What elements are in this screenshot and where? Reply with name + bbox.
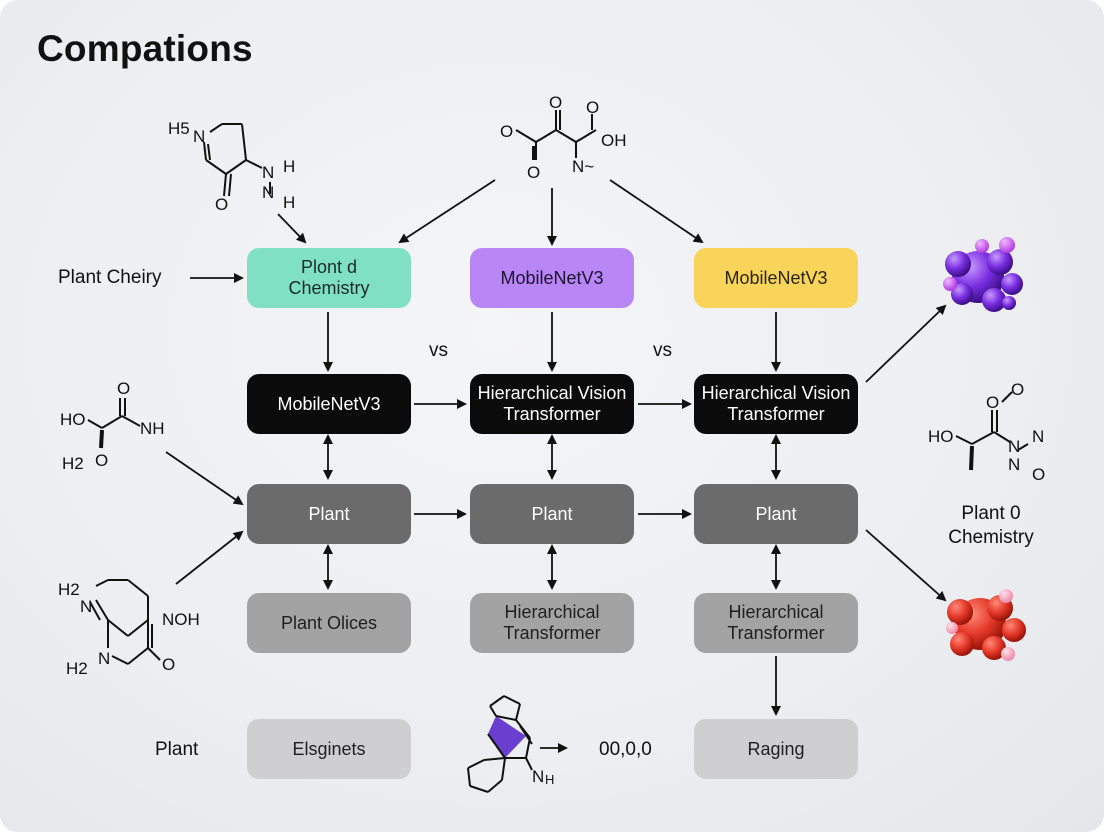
atom-label: N	[1032, 427, 1044, 446]
arrow-mol-topleft	[277, 213, 307, 244]
node-label: Plant Olices	[280, 612, 378, 633]
node-plant-olices: Plant Olices	[247, 593, 411, 653]
arrow-to-purple-blob	[865, 304, 947, 383]
node-label: Elsginets	[292, 738, 366, 759]
atom-label: O	[162, 655, 175, 674]
node-label: Hierarchical Transformer	[503, 602, 601, 643]
atom-label: H2	[66, 659, 88, 678]
vs-label-2: vs	[653, 340, 672, 361]
node-label: Hierarchical Transformer	[727, 602, 825, 643]
arrow-to-red-blob	[865, 529, 947, 602]
atom-label: H2	[58, 580, 80, 599]
node-plant-chemistry: Plont d Chemistry	[247, 248, 411, 308]
atom-label: H5	[168, 119, 190, 138]
node-plant-col2: Plant	[470, 484, 634, 544]
atom-label: N	[262, 183, 274, 202]
node-label: Hierarchical Vision Transformer	[477, 383, 627, 424]
atom-label: N	[1008, 437, 1020, 456]
node-mobilenetv3-purple: MobileNetV3	[470, 248, 634, 308]
node-hier-transformer-col3: Hierarchical Transformer	[694, 593, 858, 653]
atom-label: N	[80, 597, 92, 616]
right-label-line1: Plant 0	[961, 503, 1021, 524]
atom-label: NH	[140, 419, 165, 438]
node-label: Plant	[531, 503, 573, 524]
node-plant-col1: Plant	[247, 484, 411, 544]
arrow-mol-top-to-col1	[398, 179, 496, 244]
arrow-mol-midleft	[165, 451, 244, 506]
node-elsginets: Elsginets	[247, 719, 411, 779]
node-hier-transformer-col2: Hierarchical Transformer	[470, 593, 634, 653]
node-mobilenetv3-black: MobileNetV3	[247, 374, 411, 434]
node-label: Plant	[755, 503, 797, 524]
node-mobilenetv3-yellow: MobileNetV3	[694, 248, 858, 308]
atom-label: O	[986, 393, 999, 412]
atom-label: N	[98, 649, 110, 668]
bottom-mid-value: 00,0,0	[599, 739, 652, 760]
node-raging: Raging	[694, 719, 858, 779]
atom-label: O	[586, 98, 599, 117]
atom-label: O	[1032, 465, 1045, 484]
node-label: MobileNetV3	[500, 267, 604, 288]
atom-label: N	[1008, 455, 1020, 474]
node-label: MobileNetV3	[277, 393, 381, 414]
atom-label: HO	[928, 427, 954, 446]
page-title: Compations	[37, 28, 253, 69]
bottom-left-label: Plant	[155, 739, 199, 760]
node-label: Plont d Chemistry	[288, 257, 370, 298]
node-plant-col3: Plant	[694, 484, 858, 544]
atom-label: O	[500, 122, 513, 141]
right-label-line2: Chemistry	[948, 527, 1034, 548]
atom-label: O	[117, 379, 130, 398]
atom-label: N~	[572, 157, 594, 176]
atom-label: O	[1011, 380, 1024, 399]
atom-label: H2	[62, 454, 84, 473]
right-output-label: Plant 0 Chemistry	[936, 502, 1046, 550]
node-hvt-col3: Hierarchical Vision Transformer	[694, 374, 858, 434]
atom-label: O	[215, 195, 228, 214]
atom-label: OH	[601, 131, 627, 150]
node-label: Hierarchical Vision Transformer	[701, 383, 851, 424]
atom-label: N	[262, 163, 274, 182]
node-label: Raging	[747, 738, 805, 759]
left-input-label: Plant Cheiry	[58, 267, 162, 288]
atom-label: NOH	[162, 610, 200, 629]
atom-label: H	[545, 772, 554, 787]
arrow-mol-top-to-col3	[609, 179, 704, 244]
atom-label: N	[532, 767, 544, 786]
atom-label: H	[283, 157, 295, 176]
atom-label: H	[283, 193, 295, 212]
node-label: Plant	[308, 503, 350, 524]
vs-label-1: vs	[429, 340, 448, 361]
atom-label: N	[193, 127, 205, 146]
arrow-mol-bottomleft	[175, 530, 244, 585]
node-label: MobileNetV3	[724, 267, 828, 288]
node-hvt-col2: Hierarchical Vision Transformer	[470, 374, 634, 434]
atom-label: O	[527, 163, 540, 182]
atom-label: O	[95, 451, 108, 470]
atom-label: HO	[60, 410, 86, 429]
atom-label: O	[549, 93, 562, 112]
